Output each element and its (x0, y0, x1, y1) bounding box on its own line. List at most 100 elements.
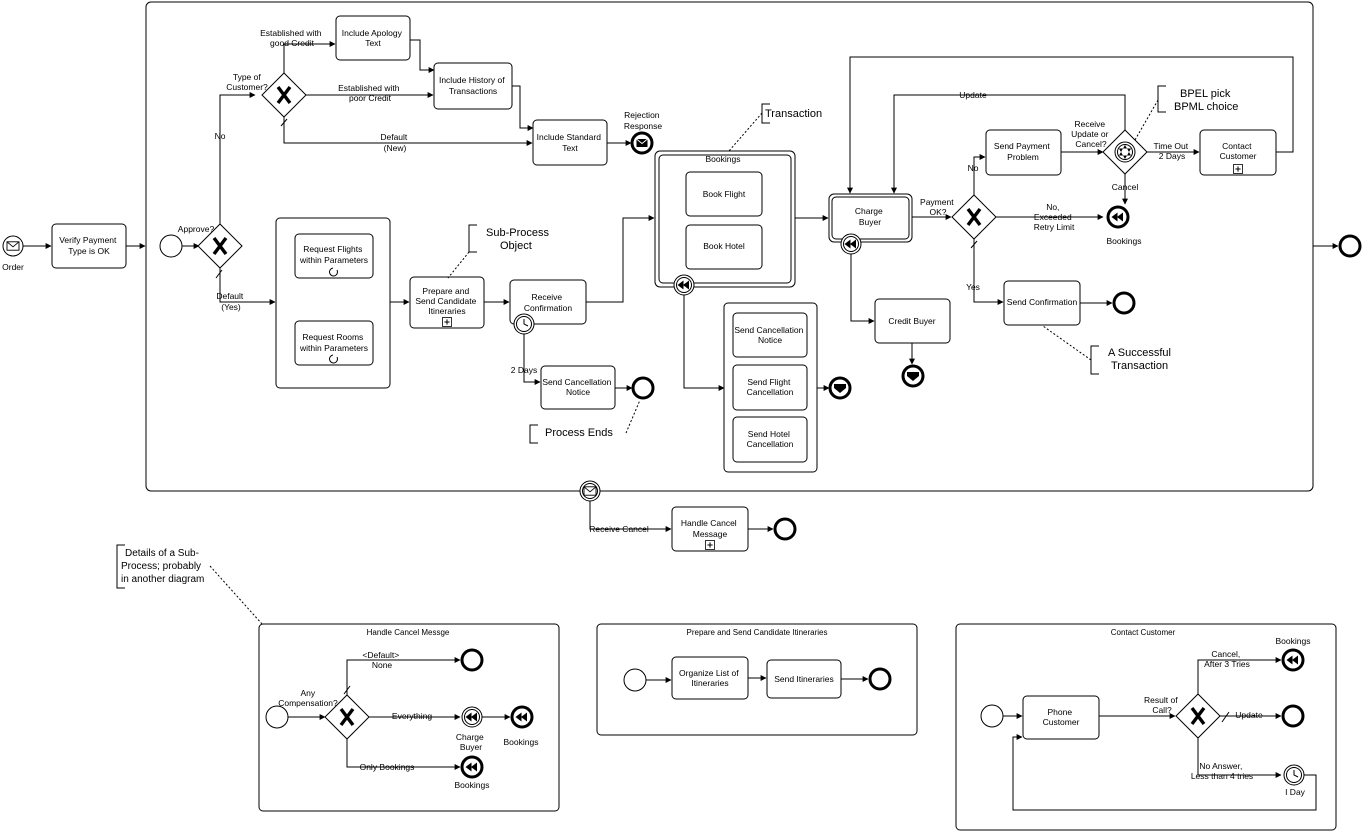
verify-payment-line1: Verify Payment (59, 235, 117, 245)
cancel-end-event[interactable] (773, 517, 797, 541)
process-ends-annotation: Process Ends (529, 399, 641, 444)
book-hotel-label: Book Hotel (703, 241, 745, 251)
send-cancel-b-line2: Notice (758, 335, 782, 345)
svg-text:Include History of Transac: Include History of Transactions (439, 75, 507, 96)
book-hotel-task[interactable] (685, 224, 763, 270)
type-customer-line2: Customer? (226, 82, 268, 92)
main-end-event[interactable] (1338, 234, 1362, 258)
send-itineraries-label: Send Itineraries (774, 674, 834, 684)
svg-text:Request Flights within Par: Request Flights within Parameters (299, 244, 368, 265)
svg-text:Time Out 2 Days: Time Out 2 Days (1153, 141, 1190, 161)
charge-buyer-line2: Buyer (859, 217, 881, 227)
payment-yes-label: Yes (966, 282, 980, 292)
include-history-line1: Include History of (439, 75, 505, 85)
receive-update-line1: Receive (1074, 119, 1105, 129)
svg-text:Established with good Cred: Established with good Credit (260, 28, 324, 48)
type-customer-line1: Type of (233, 72, 262, 82)
svg-text:Type of Customer?: Type of Customer? (226, 72, 268, 92)
success-line1: A Successful (1108, 347, 1171, 359)
svg-text:<Default> None: <Default> None (362, 650, 401, 670)
phone-customer-task[interactable] (1022, 695, 1100, 740)
request-rooms-task[interactable] (294, 320, 374, 366)
svg-text:BPEL pick BPML choice: BPEL pick BPML choice (1174, 88, 1238, 113)
sub-process-line2: Object (500, 240, 532, 252)
receive-cancel-label: Receive Cancel (589, 524, 649, 534)
receive-confirmation-line2: Confirmation (524, 303, 572, 313)
payment-no-label: No (968, 163, 979, 173)
svg-text:No, Exceeded Retry Lim: No, Exceeded Retry Limit (1034, 202, 1075, 232)
include-standard-line2: Text (562, 143, 578, 153)
book-flight-label: Book Flight (703, 189, 746, 199)
exceeded-line1: No, (1046, 202, 1059, 212)
hc-start-event[interactable] (265, 705, 289, 729)
send-cancel-a-line2: Notice (566, 387, 590, 397)
no-answer-line1: No Answer, (1199, 761, 1242, 771)
organize-list-line2: Itineraries (691, 678, 728, 688)
details-line1: Details of a Sub- (125, 548, 199, 559)
include-apology-line1: Include Apology (342, 28, 403, 38)
default-new-line2: (New) (384, 143, 407, 153)
inner-start-event[interactable] (159, 234, 183, 258)
ps-start-event[interactable] (623, 668, 647, 692)
send-flight-cancel-line2: Cancellation (747, 387, 794, 397)
cc-start-event[interactable] (980, 704, 1004, 728)
send-cancellation-notice-b[interactable] (732, 312, 808, 358)
send-flight-cancellation-task[interactable] (732, 364, 808, 411)
svg-text:Any Compensation?: Any Compensation? (278, 688, 338, 708)
process-ends-note: Process Ends (545, 427, 613, 439)
send-hotel-cancel-line2: Cancellation (747, 439, 794, 449)
svg-text:Send Cancellation Notice: Send Cancellation Notice (734, 325, 805, 345)
bookings-title: Bookings (706, 154, 741, 164)
hc-charge-buyer-line2: Buyer (460, 742, 482, 752)
contact-customer-line1: Contact (1222, 141, 1252, 151)
send-cancel-a-line1: Send Cancellation (542, 377, 611, 387)
include-apology-line2: Text (365, 38, 381, 48)
cc-update-end[interactable] (1281, 704, 1305, 728)
bookings-end-label: Bookings (1107, 236, 1142, 246)
default-yes-line1: Default (216, 291, 244, 301)
any-compensation-line1: Any (300, 688, 315, 698)
result-call-line1: Result of (1144, 695, 1178, 705)
svg-text:Include Apology Text: Include Apology Text (342, 28, 404, 48)
verify-payment-line2: Type is OK (68, 246, 110, 256)
svg-text:Handle Cancel Message: Handle Cancel Message (681, 518, 739, 539)
svg-text:A Successful Transaction: A Successful Transaction (1108, 347, 1174, 372)
svg-text:Organize List of Itinerari: Organize List of Itineraries (679, 668, 741, 688)
send-flight-cancel-line1: Send Flight (747, 377, 791, 387)
bpel-line2: BPML choice (1174, 101, 1238, 113)
prepare-send-line1: Prepare and (422, 286, 469, 296)
request-rooms-line2: within Parameters (299, 343, 368, 353)
request-rooms-line1: Request Rooms (302, 332, 363, 342)
payment-ok-line1: Payment (920, 197, 954, 207)
svg-text:Contact Customer: Contact Customer (1220, 141, 1257, 161)
bpel-annotation: BPEL pick BPML choice (1134, 85, 1238, 141)
phone-customer-line2: Customer (1043, 717, 1080, 727)
process-end-event[interactable] (631, 376, 655, 400)
organize-list-line1: Organize List of (679, 668, 739, 678)
svg-text:Verify Payment Type is OK: Verify Payment Type is OK (59, 235, 119, 256)
phone-customer-line1: Phone (1048, 707, 1073, 717)
ps-end-event[interactable] (868, 667, 892, 691)
svg-text:Established with poor Cred: Established with poor Credit (338, 83, 402, 103)
receive-update-line3: Cancel? (1075, 139, 1106, 149)
send-hotel-cancellation-task[interactable] (732, 416, 808, 463)
include-history-line2: Transactions (449, 86, 497, 96)
send-cancel-b-line1: Send Cancellation (734, 325, 803, 335)
details-line2: Process; probably (121, 561, 201, 572)
no-label: No (215, 131, 226, 141)
book-flight-task[interactable] (685, 171, 763, 217)
update-label: Update (959, 90, 987, 100)
handle-cancel-line1: Handle Cancel (681, 518, 737, 528)
poor-credit-line1: Established with (338, 83, 400, 93)
include-apology-task[interactable] (335, 15, 411, 61)
success-end-event[interactable] (1112, 291, 1136, 315)
svg-text:No Answer, Less than 4 tri: No Answer, Less than 4 tries (1191, 761, 1253, 781)
hc-none-end-event[interactable] (460, 648, 484, 672)
time-out-line1: Time Out (1153, 141, 1188, 151)
svg-text:Prepare and Send Candidate: Prepare and Send Candidate Itineraries (415, 286, 478, 316)
request-flights-task[interactable] (294, 233, 374, 279)
handle-cancel-panel-title: Handle Cancel Messge (367, 628, 450, 637)
svg-text:Send Cancellation Notice: Send Cancellation Notice (542, 377, 613, 397)
svg-text:Request Rooms within Param: Request Rooms within Parameters (299, 332, 368, 353)
